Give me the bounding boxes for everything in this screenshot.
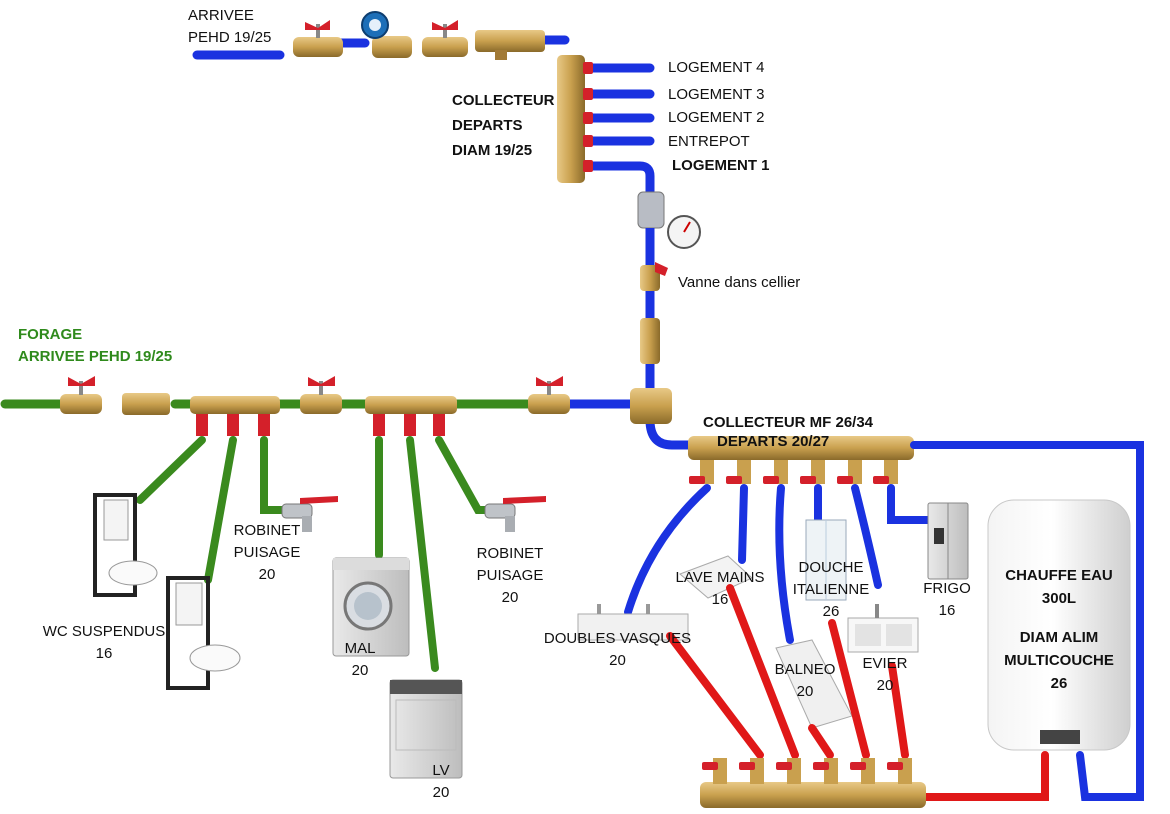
manifold-departs [557, 55, 585, 183]
forage-label-line-2: ARRIVEE PEHD 19/25 [18, 348, 173, 365]
garden-tap-icon [281, 496, 338, 532]
logement-pipes [585, 63, 655, 197]
pressure-reducer-icon [637, 191, 701, 249]
balneo-line-2: 20 [796, 683, 814, 700]
douche-line-2: ITALIENNE [792, 581, 870, 598]
wc-suspended-icon [93, 493, 158, 597]
chauffe-line-5: MULTICOUCHE [1004, 652, 1114, 669]
ball-valve-icon [300, 376, 342, 414]
logement-1-label: LOGEMENT 1 [672, 157, 770, 174]
lave-mains-label: LAVE MAINS 16 [668, 567, 772, 611]
collecteur-departs-line-2: DEPARTS [452, 117, 523, 134]
robinet-2-line-2: PUISAGE [476, 567, 544, 584]
logement-4-label: LOGEMENT 4 [668, 59, 765, 76]
manifold-valves [583, 62, 593, 172]
forage-label: FORAGE ARRIVEE PEHD 19/25 [18, 324, 172, 368]
vasques-line-1: DOUBLES VASQUES [543, 630, 692, 647]
frigo-line-2: 16 [938, 602, 956, 619]
mal-label: MAL 20 [335, 638, 385, 682]
wc-suspendus-label: WC SUSPENDUS 16 [40, 621, 168, 665]
lv-label: LV 20 [416, 760, 466, 804]
lv-line-2: 20 [432, 784, 450, 801]
tee-fitting-icon [630, 388, 672, 424]
robinet-puisage-2-label: ROBINET PUISAGE 20 [474, 543, 546, 609]
cold-branches [624, 441, 1144, 801]
vasques-line-2: 20 [609, 652, 626, 669]
check-valve-icon [475, 30, 545, 60]
manifold-well-2 [365, 396, 457, 436]
hot-branches [666, 584, 1049, 801]
douche-italienne-label: DOUCHE ITALIENNE 26 [788, 557, 874, 623]
balneo-label: BALNEO 20 [770, 659, 840, 703]
robinet-puisage-1-label: ROBINET PUISAGE 20 [232, 520, 302, 586]
fridge-icon [927, 502, 969, 580]
collecteur-mf-line-2: DEPARTS 20/27 [717, 433, 830, 450]
frigo-line-1: FRIGO [923, 580, 971, 597]
hand-basin-icon [679, 555, 753, 599]
arrivee-label-line-2: PEHD 19/25 [188, 29, 272, 46]
logement-2-label: LOGEMENT 2 [668, 109, 765, 126]
mal-line-2: 20 [351, 662, 369, 679]
vanne-cellier-label: Vanne dans cellier [678, 274, 801, 291]
chauffe-eau-label: CHAUFFE EAU 300L DIAM ALIM MULTICOUCHE 2… [990, 564, 1128, 695]
washing-machine-icon [332, 557, 410, 657]
ball-valve-icon [293, 20, 343, 57]
robinet-1-line-1: ROBINET [233, 522, 301, 539]
chauffe-line-3 [990, 610, 1128, 626]
collecteur-departs-line-3: DIAM 19/25 [452, 142, 533, 159]
wc-suspended-icon [166, 576, 241, 690]
well-branches [136, 436, 491, 672]
arrivee-label: ARRIVEE PEHD 19/25 [188, 5, 271, 49]
doubles-vasques-label: DOUBLES VASQUES 20 [540, 628, 695, 672]
double-sink-icon [577, 604, 689, 641]
water-heater-icon [987, 499, 1131, 751]
check-valve-icon [122, 393, 170, 415]
robinet-1-line-2: PUISAGE [233, 544, 301, 561]
collecteur-departs-label: COLLECTEUR DEPARTS DIAM 19/25 [452, 88, 555, 163]
ball-valve-icon [528, 376, 570, 414]
robinet-2-line-3: 20 [501, 589, 519, 606]
dishwasher-icon [389, 679, 463, 779]
mal-line-1: MAL [344, 640, 376, 657]
ball-valve-icon [60, 376, 102, 414]
manifold-mf [688, 436, 914, 484]
cellar-valve-icon [640, 262, 668, 291]
collecteur-departs-line-1: COLLECTEUR [452, 92, 555, 109]
collecteur-mf-label: COLLECTEUR MF 26/34 DEPARTS 20/27 [703, 413, 873, 451]
walk-in-shower-icon [805, 519, 847, 601]
wc-line-2: 16 [95, 645, 113, 662]
manifold-hot [700, 758, 926, 808]
garden-tap-icon [484, 496, 546, 532]
entrepot-label: ENTREPOT [668, 133, 750, 150]
wc-line-1: WC SUSPENDUS [42, 623, 166, 640]
chauffe-line-1: CHAUFFE EAU [1005, 567, 1113, 584]
balneo-line-1: BALNEO [774, 661, 836, 678]
arrivee-label-line-1: ARRIVEE [188, 7, 254, 24]
chauffe-line-2: 300L [1041, 590, 1077, 607]
forage-label-line-1: FORAGE [18, 326, 83, 343]
frigo-label: FRIGO 16 [918, 578, 976, 622]
douche-line-1: DOUCHE [798, 559, 864, 576]
evier-line-1: EVIER [862, 655, 908, 672]
check-valve-icon [640, 318, 660, 364]
water-meter-icon [361, 11, 412, 58]
robinet-1-line-3: 20 [258, 566, 276, 583]
evier-label: EVIER 20 [855, 653, 915, 697]
logement-3-label: LOGEMENT 3 [668, 86, 765, 103]
manifold-well-1 [190, 396, 280, 436]
chauffe-line-4: DIAM ALIM [1019, 629, 1099, 646]
evier-line-2: 20 [876, 677, 894, 694]
ball-valve-icon [422, 20, 468, 57]
douche-line-3: 26 [822, 603, 840, 620]
lv-line-1: LV [432, 762, 450, 779]
chauffe-line-6: 26 [1050, 675, 1068, 692]
kitchen-sink-icon [847, 604, 919, 653]
collecteur-mf-line-1: COLLECTEUR MF 26/34 [703, 414, 874, 431]
lave-mains-line-2: 16 [711, 591, 729, 608]
robinet-2-line-1: ROBINET [476, 545, 544, 562]
lave-mains-line-1: LAVE MAINS [675, 569, 765, 586]
